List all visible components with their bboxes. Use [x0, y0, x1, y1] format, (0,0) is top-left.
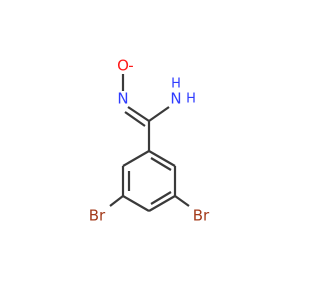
amine-hydrogen-left-label: H [186, 92, 196, 107]
molecule-structure: O - N N H H Br Br [89, 57, 210, 225]
bromine-right-label: Br [193, 207, 210, 225]
molecule-canvas: O - N N H H Br Br [88, 56, 211, 225]
bond-ring-lower-right-bottom [148, 195, 176, 212]
bond-ring-to-bromine-right [174, 195, 190, 207]
hydroxyl-bond-label: - [128, 57, 133, 75]
bond-ring-top-upper-right [148, 150, 176, 167]
bond-ring-bottom-lower-left [122, 195, 150, 212]
bond-carbon-to-oxime-n [127, 106, 150, 122]
oxime-nitrogen-label: N [117, 90, 128, 108]
bond-carbon-to-oxime-n-double [124, 111, 146, 127]
amine-nitrogen-label: N [170, 90, 181, 108]
bond-ring-upper-left-top [122, 150, 150, 167]
bond-carbon-to-amine [148, 106, 170, 122]
bond-ring-inner-top-right [150, 157, 172, 171]
oxygen-label: O [117, 57, 129, 75]
amine-hydrogen-top-label: H [171, 77, 181, 92]
bromine-left-label: Br [89, 207, 106, 225]
bond-ring-inner-bottom-right [150, 191, 172, 205]
bond-ring-to-bromine-left [109, 195, 124, 207]
